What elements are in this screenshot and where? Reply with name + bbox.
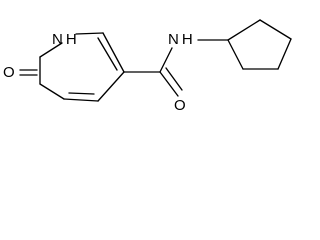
bond-ring-c4-c5: [63, 98, 99, 102]
bond-carbonyl-double-2: [165, 67, 183, 91]
molecule-canvas: N H N H O O: [0, 0, 293, 114]
bond-ring-c5-c6: [97, 71, 125, 102]
bond-ring-c4-c5-inner: [68, 92, 95, 95]
bond-cyclopentyl-3: [277, 38, 292, 70]
bond-ring-c6-c7-inner: [97, 37, 118, 71]
bond-ring-c7-n1: [75, 32, 104, 35]
amide-nh-label: N H: [168, 31, 193, 48]
bond-cyclopentyl-4: [259, 19, 292, 40]
bond-ring-n1-c2: [39, 42, 63, 58]
bond-ring-c6-c7: [102, 32, 125, 73]
bond-ring-c3-c4: [39, 83, 65, 100]
structure-diagram: N H N H O O: [3, 19, 292, 114]
bond-carbonyl-double-1: [159, 71, 179, 97]
bond-carbonyl-to-nh: [159, 47, 173, 73]
bond-cyclopentyl-1: [227, 39, 244, 70]
ketone-oxygen-label: O: [3, 64, 15, 81]
amide-oxygen-label: O: [174, 97, 186, 114]
bond-cyclopentyl-5: [227, 19, 261, 41]
ring-nh-label: N H: [52, 31, 77, 48]
